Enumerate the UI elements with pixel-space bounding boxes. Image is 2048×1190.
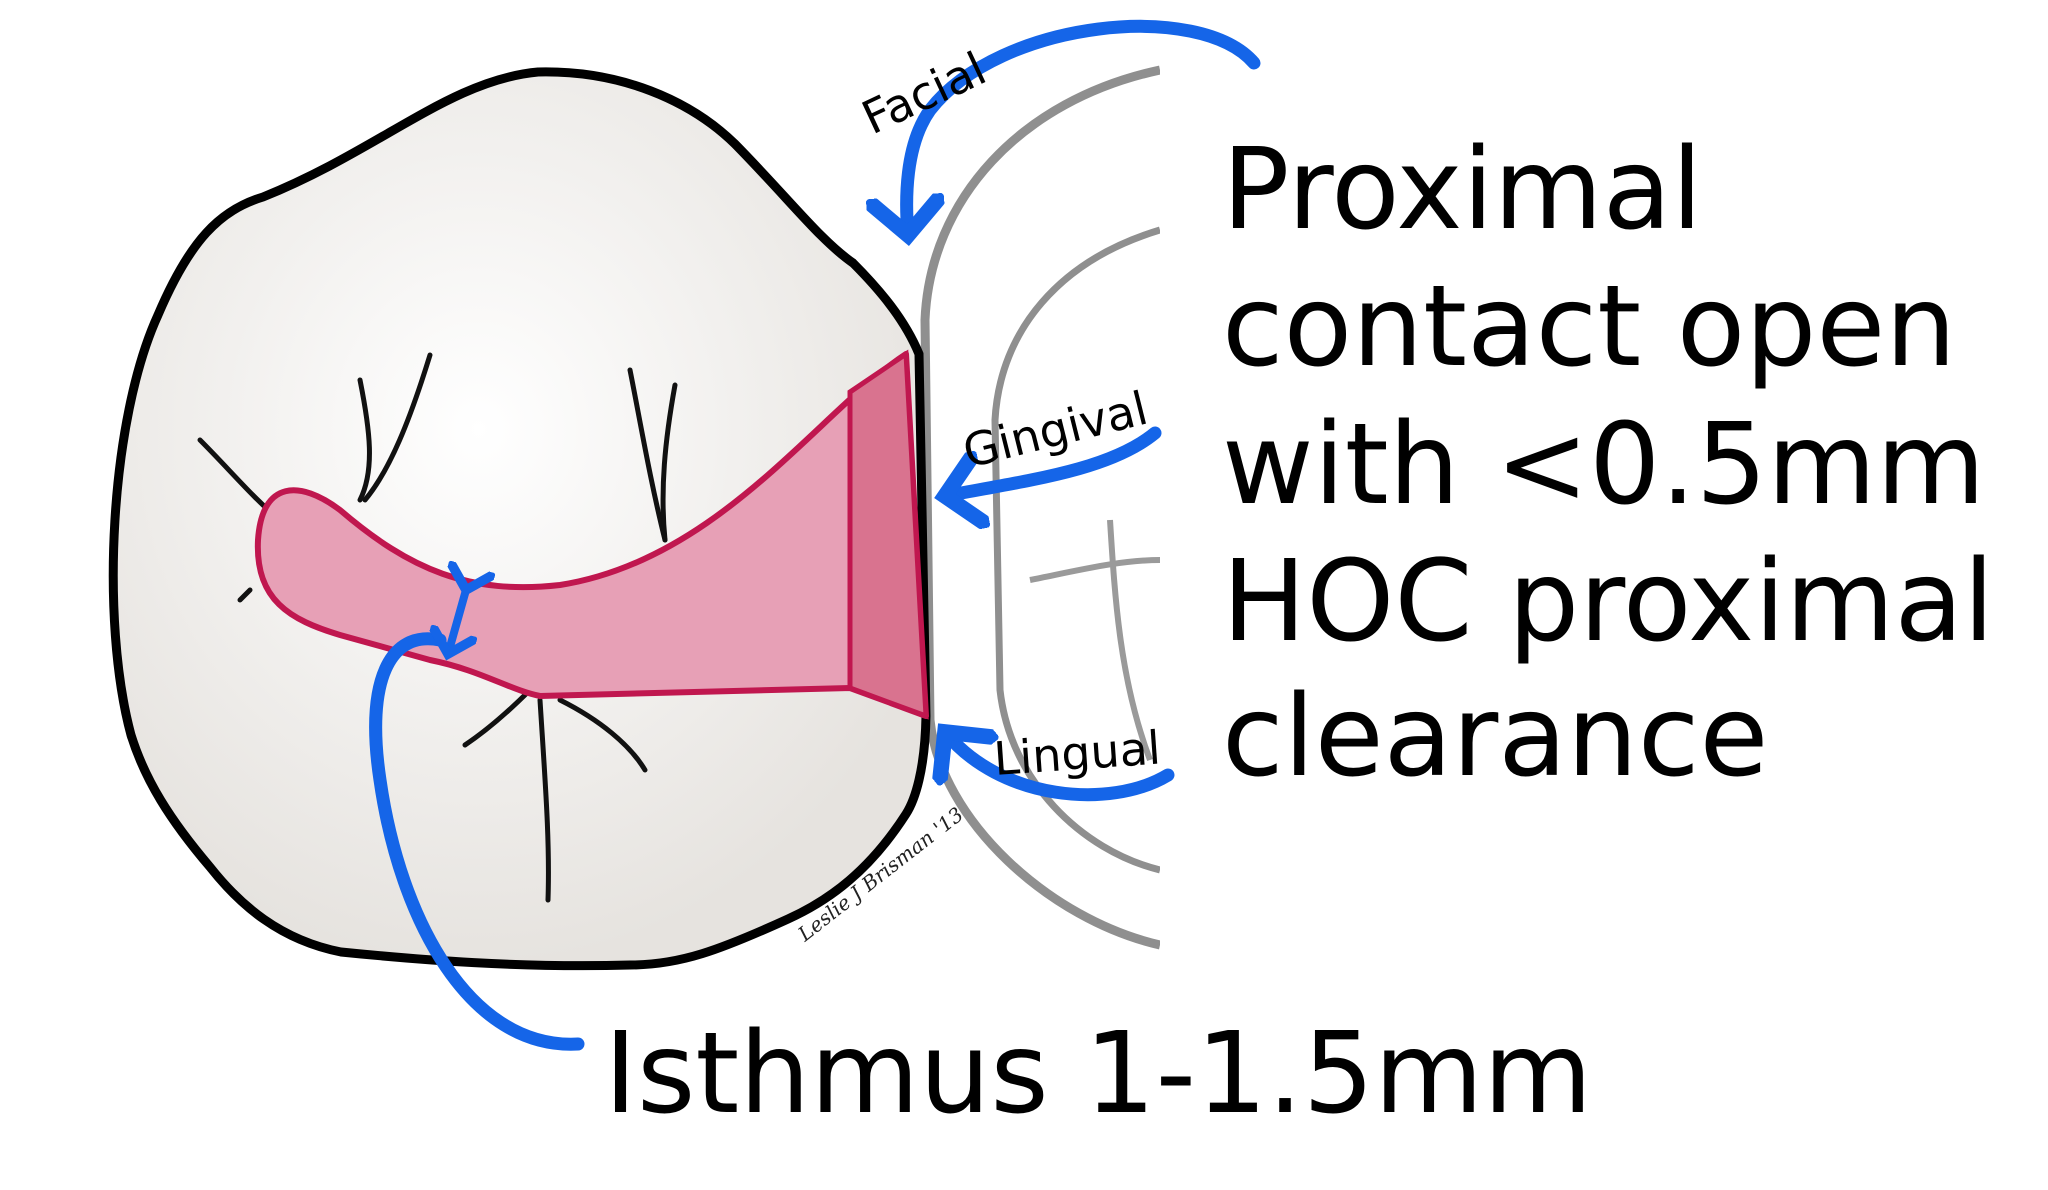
isthmus-arrow xyxy=(369,632,585,1051)
fissure-lines xyxy=(197,352,678,903)
gingival-arrow xyxy=(945,426,1162,496)
note-line: HOC proximal xyxy=(1222,537,1994,667)
proximal-box xyxy=(847,349,929,720)
isthmus-label: Isthmus 1-1.5mm xyxy=(604,1009,1592,1139)
note-line: with <0.5mm xyxy=(1222,400,1985,530)
facial-arrow xyxy=(907,19,1261,235)
note-line: contact open xyxy=(1222,262,1956,392)
note-line: Proximal xyxy=(1222,125,1702,255)
note-line: clearance xyxy=(1222,672,1768,802)
tooth-outline xyxy=(108,67,931,971)
lingual-arrow xyxy=(945,732,1175,802)
annotation-arrows xyxy=(369,19,1261,1051)
proximal-clearance-note: Proximal contact open with <0.5mm HOC pr… xyxy=(1222,125,1994,802)
lingual-label: Lingual xyxy=(992,720,1162,786)
isthmus-width-arrow xyxy=(448,590,466,654)
